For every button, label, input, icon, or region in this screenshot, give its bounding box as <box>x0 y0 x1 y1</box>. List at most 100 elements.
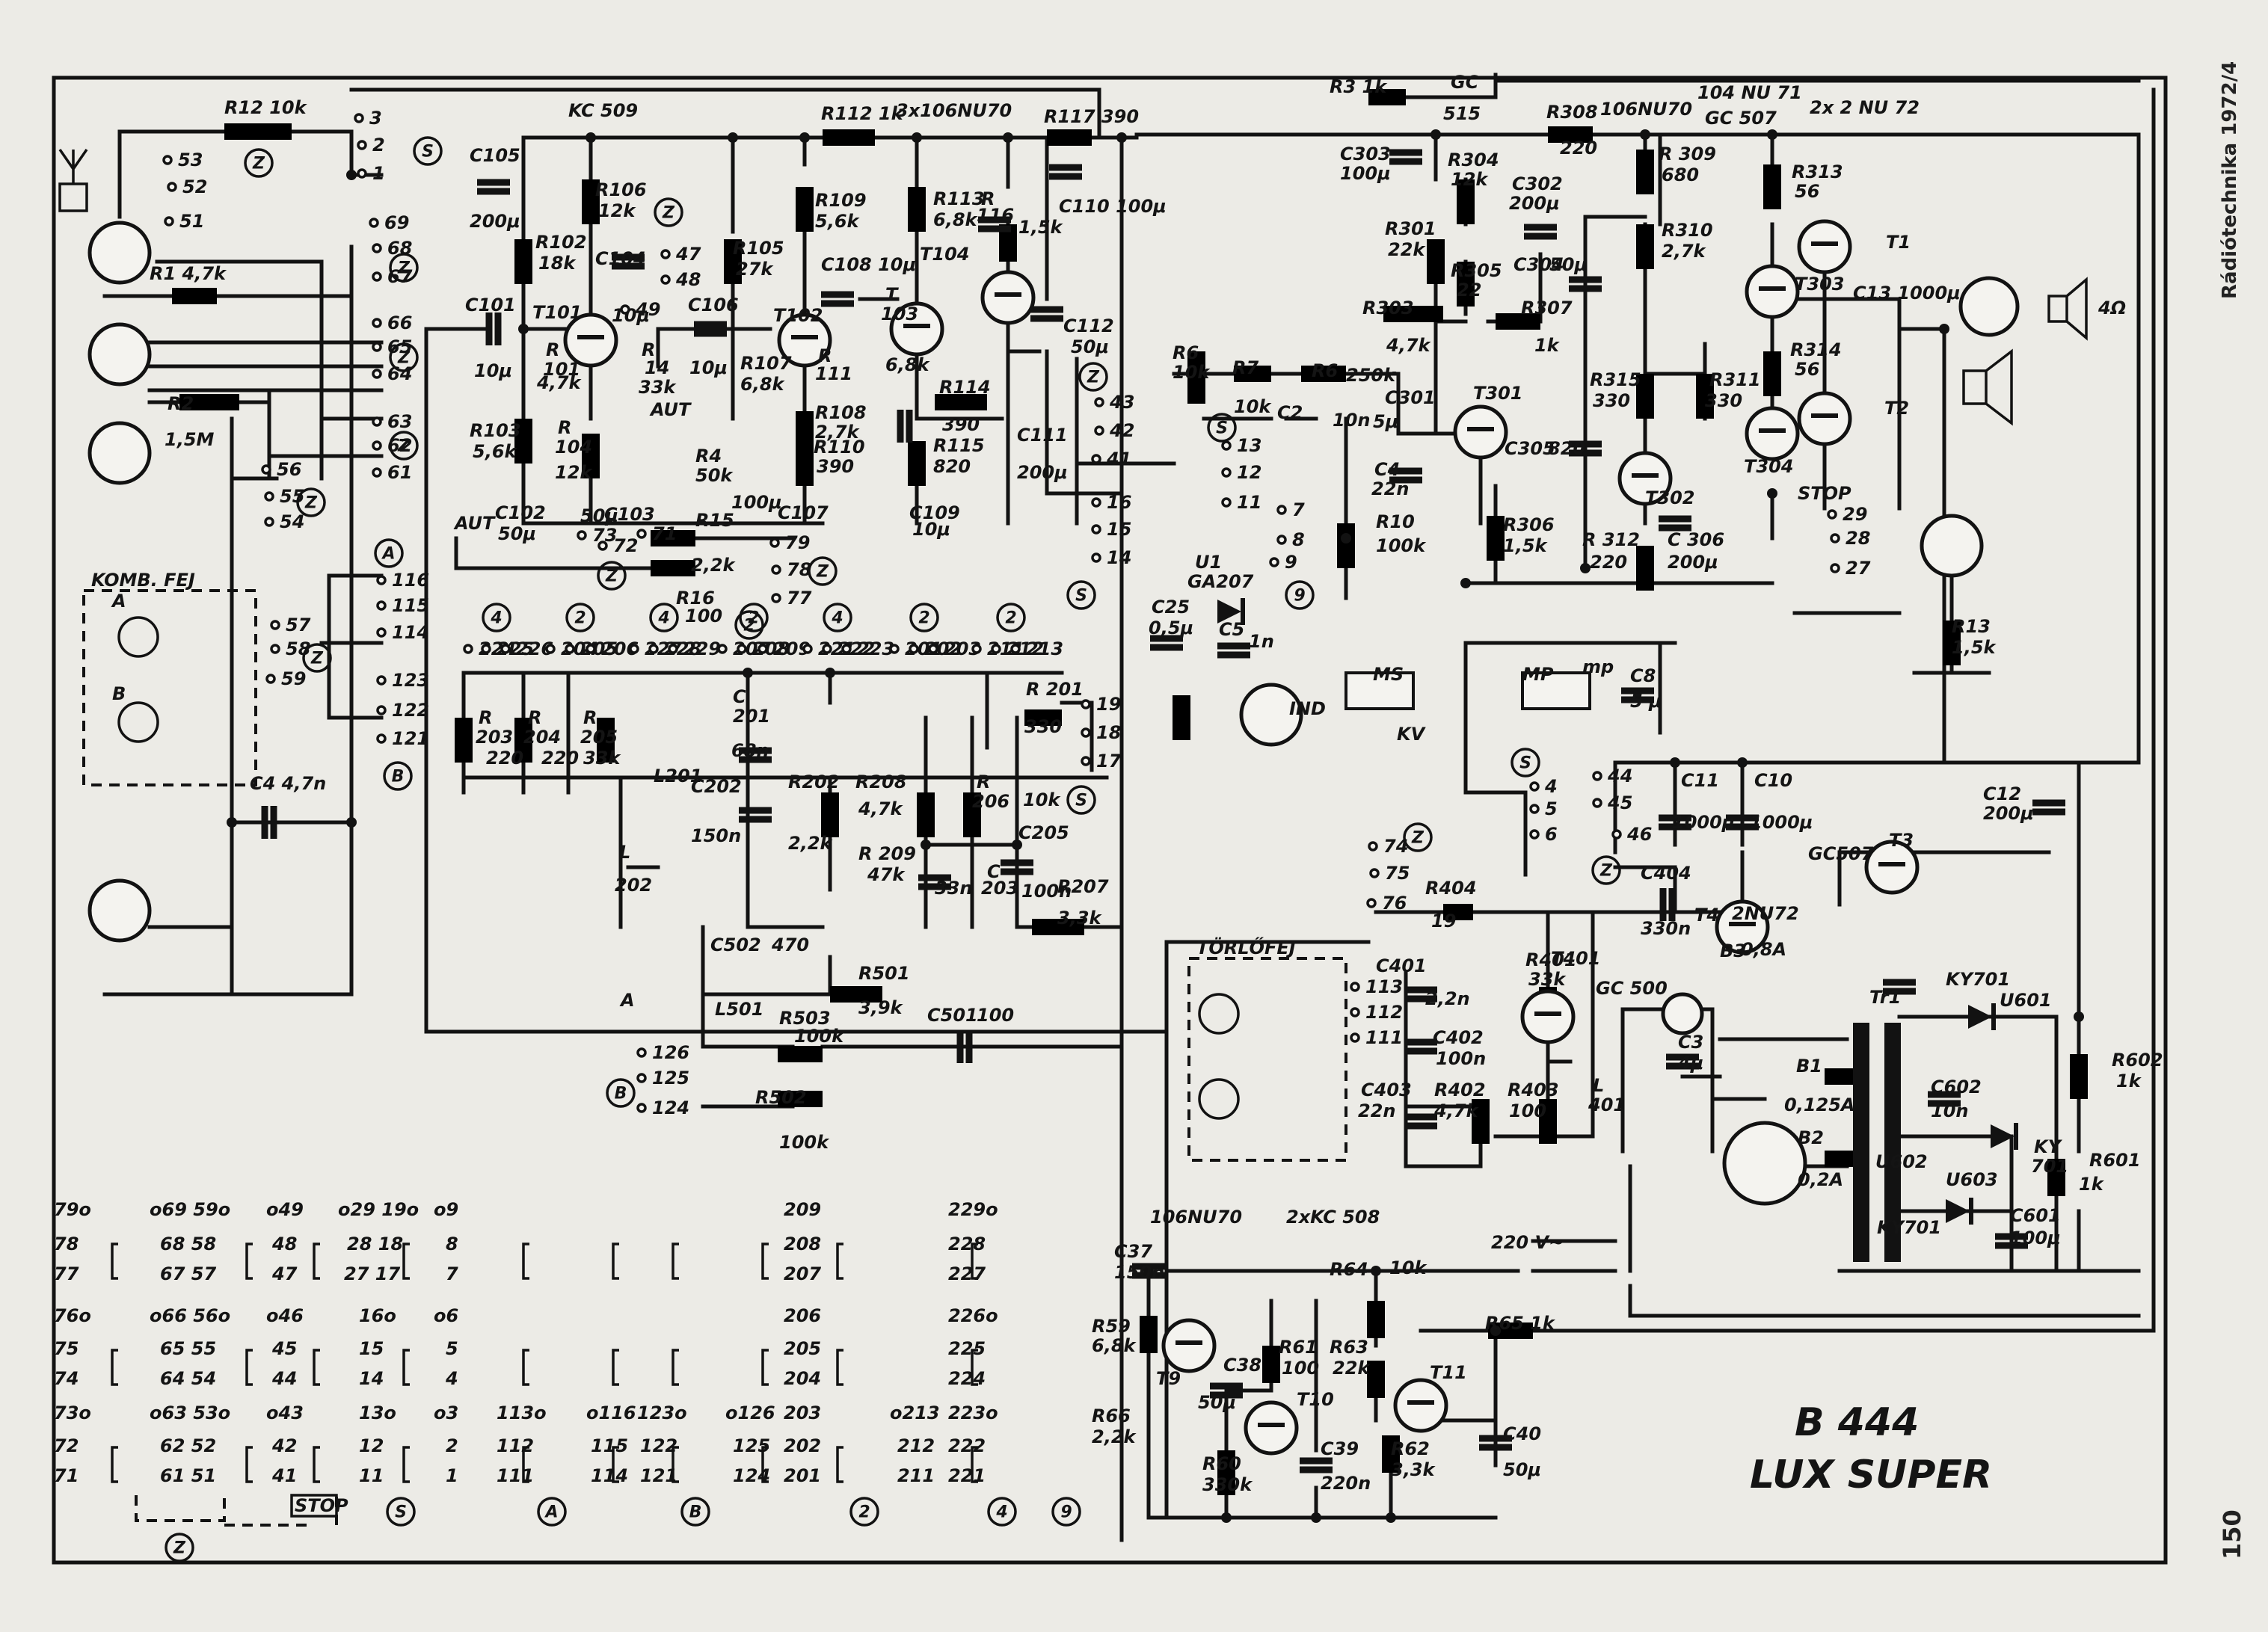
resistor <box>1487 516 1505 561</box>
component-label: R <box>479 707 492 728</box>
component-label: 106NU70 <box>1600 99 1692 120</box>
contact-terminal <box>372 271 382 282</box>
switch-grid-label: o116 <box>586 1402 636 1423</box>
contact-terminal <box>636 1103 647 1113</box>
resistor <box>821 792 839 837</box>
component-label: 104 <box>555 437 592 458</box>
component-label: 205 <box>580 727 618 748</box>
connector-socket <box>87 221 152 285</box>
switch-mark-circle <box>1078 362 1108 392</box>
switch-grid-label: 209 <box>784 1199 821 1220</box>
contact-terminal <box>1369 868 1380 878</box>
component-label: U601 <box>2000 990 2052 1011</box>
component-label: 2,7k <box>815 422 861 443</box>
switch-bracket <box>761 1349 769 1386</box>
switch-mark-circle <box>389 253 419 283</box>
connector-socket <box>87 421 152 485</box>
component-label: A <box>111 591 126 612</box>
component-label: KV <box>1397 724 1427 745</box>
switch-grid-label: 12 <box>359 1435 384 1456</box>
junction-dot <box>1640 129 1650 140</box>
contact-terminal <box>162 155 173 165</box>
legend-group-line <box>135 1495 338 1527</box>
switch-grid-label: 205 <box>784 1338 821 1359</box>
component-label: Tr1 <box>1869 987 1901 1008</box>
switch-mark-letter: 2 <box>748 609 759 628</box>
component-label: R13 <box>1952 616 1991 637</box>
output-socket <box>1958 276 2020 337</box>
resistor <box>582 434 600 478</box>
component-label: 19 <box>1431 911 1456 932</box>
contact-terminal <box>771 564 781 575</box>
resistor <box>935 394 987 410</box>
switch-mark-letter: Z <box>605 567 618 586</box>
component-label: 2,2k <box>691 555 737 576</box>
switch-mark-letter: Z <box>173 1539 186 1558</box>
junction-dot <box>912 132 922 143</box>
contact-number: 57 <box>286 615 311 635</box>
contact-number: 53 <box>178 150 203 170</box>
component-label: 330 <box>1024 716 1062 737</box>
resistor <box>1032 919 1084 935</box>
resistor <box>1383 306 1443 322</box>
contact-number: 113 <box>1365 976 1403 997</box>
component-label: C202 <box>691 776 742 797</box>
switch-bracket <box>672 1446 679 1483</box>
switch-grid-label: 42 <box>271 1435 297 1456</box>
switch-grid-label: o9 <box>434 1199 458 1220</box>
component-label: MS <box>1373 664 1404 685</box>
component-label: 10k <box>1023 789 1061 810</box>
component-label: 100k <box>1376 535 1427 556</box>
switch-grid-label: 44 <box>271 1368 297 1389</box>
junction-dot <box>1737 757 1748 768</box>
contact-number: 19 <box>1096 694 1121 715</box>
tape-head <box>117 616 159 658</box>
resistor <box>724 239 742 284</box>
component-label: L <box>1593 1075 1604 1096</box>
switch-grid-label: o63 53o <box>150 1402 230 1423</box>
switch-grid-label: 115 <box>591 1435 628 1456</box>
switch-mark-circle <box>734 610 764 640</box>
transistor <box>1745 264 1800 319</box>
switch-mark-letter: Z <box>310 650 324 668</box>
component-label: 5 μ <box>1630 691 1662 712</box>
component-label: R305 <box>1451 260 1502 281</box>
component-label: KY701 <box>1946 969 2010 990</box>
transistor <box>1617 451 1673 506</box>
component-label: 100n <box>1436 1048 1486 1069</box>
component-label: 10μ <box>474 360 512 381</box>
contact-number: 213 <box>1026 638 1063 659</box>
contact-number: 13 <box>1237 435 1261 456</box>
contact-number: 111 <box>1365 1027 1403 1048</box>
tape-head <box>1198 993 1240 1035</box>
component-label: STOP <box>1798 483 1851 504</box>
contact-terminal <box>372 467 382 478</box>
switch-bracket <box>111 1446 118 1483</box>
resistor <box>1636 150 1654 194</box>
contact-number: 14 <box>1107 547 1131 568</box>
component-label: C8 <box>1630 665 1656 686</box>
resistor <box>1382 1435 1400 1473</box>
component-label: B1 <box>1796 1056 1822 1077</box>
switch-grid-label: 207 <box>784 1263 821 1284</box>
component-label: T4 <box>1694 905 1719 926</box>
component-label: 68n <box>731 740 769 761</box>
component-label: U602 <box>1875 1151 1928 1172</box>
component-label: 56 <box>1795 181 1819 202</box>
component-label: 200μ <box>1017 462 1068 483</box>
switch-mark-circle <box>482 603 511 632</box>
switch-grid-label: 74 <box>54 1368 79 1389</box>
component-label: 2NU72 <box>1732 903 1799 924</box>
switch-grid-label: 79o <box>54 1199 91 1220</box>
switch-grid-label: 45 <box>271 1338 297 1359</box>
junction-dot <box>825 668 835 678</box>
component-label: KOMB. FEJ <box>91 570 195 591</box>
component-label: C601 <box>2010 1205 2061 1226</box>
component-label: R105 <box>733 238 784 259</box>
component-label: T11 <box>1430 1362 1467 1383</box>
resistor <box>1636 546 1654 591</box>
junction-dot <box>518 324 529 334</box>
contact-terminal <box>463 644 473 654</box>
component-label: R403 <box>1508 1080 1559 1100</box>
component-label: GC 500 <box>1596 978 1668 999</box>
